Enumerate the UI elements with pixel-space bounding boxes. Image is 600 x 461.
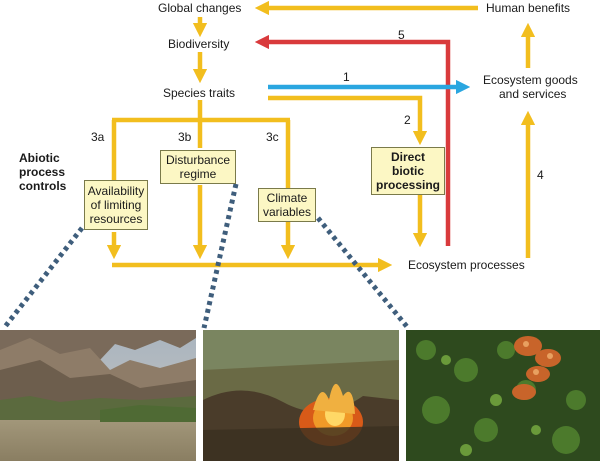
number-4: 4: [537, 168, 544, 182]
dotted-callout-availability: [2, 226, 84, 330]
box-disturbance: Disturbance regime: [160, 150, 236, 184]
box-climate: Climate variables: [258, 188, 316, 222]
arrow-5: [254, 34, 451, 246]
box-direct-biotic: Direct biotic processing: [371, 147, 445, 195]
node-ecosystem-goods-2: and services: [499, 87, 567, 101]
box-availability: Availability of limiting resources: [84, 180, 148, 230]
river-canyon-photo: [0, 330, 196, 461]
moss-fungi-photo: [406, 330, 600, 461]
number-5: 5: [398, 28, 405, 42]
node-species-traits: Species traits: [163, 86, 236, 100]
number-2: 2: [404, 113, 411, 127]
node-ecosystem-processes: Ecosystem processes: [408, 258, 525, 272]
node-ecosystem-goods-1: Ecosystem goods: [483, 73, 578, 87]
node-global-changes: Global changes: [158, 1, 242, 15]
label-abiotic: Abiotic process controls: [19, 151, 67, 193]
node-biodiversity: Biodiversity: [168, 37, 230, 51]
number-3a: 3a: [91, 130, 105, 144]
arrow-2: [268, 95, 428, 146]
number-3c: 3c: [266, 130, 279, 144]
dotted-callout-climate: [316, 216, 410, 330]
grass-fire-photo: [203, 330, 399, 461]
node-human-benefits: Human benefits: [486, 1, 571, 15]
dotted-callout-disturbance: [201, 183, 239, 329]
number-1: 1: [343, 70, 350, 84]
number-3b: 3b: [178, 130, 192, 144]
